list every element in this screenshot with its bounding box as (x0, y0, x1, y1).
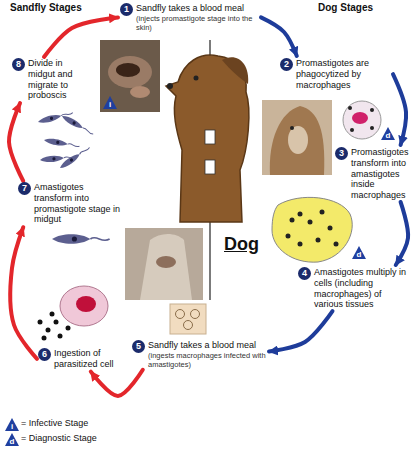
step-text: Ingestion of parasitized cell (54, 348, 126, 370)
ear-lesion-photo (100, 40, 160, 112)
step-text: Amastigotes transform into promastigote … (34, 182, 123, 225)
legend-symbol: i (5, 418, 19, 431)
step-text-group: Promastigotes are phagocytized by macrop… (296, 58, 392, 90)
triangle-shape (103, 96, 117, 109)
stage-symbol: d (352, 246, 366, 259)
cycle-arrow (396, 202, 408, 265)
triangle-shape (5, 418, 19, 431)
symbol-letter: i (5, 422, 19, 431)
step-text: Sandfly takes a blood meal (148, 340, 267, 351)
step-text-group: Sandfly takes a blood meal(ingests macro… (148, 340, 267, 369)
stage-step: 7Amastigotes transform into promastigote… (18, 182, 123, 225)
stage-heading: Dog Stages (318, 2, 373, 13)
dividing-promastigotes (37, 110, 94, 171)
stage-step: 8Divide in midgut and migrate to probosc… (12, 58, 92, 101)
cycle-arrow (10, 227, 37, 359)
cycle-arrow (91, 370, 143, 396)
step-note: (injects promastigote stage into the ski… (136, 14, 260, 32)
infected-tissue-cell (272, 197, 352, 262)
legend-entry: = Infective Stage (21, 418, 88, 428)
symbol-letter: i (103, 100, 117, 109)
step-text-group: Promastigotes transform into amastigotes… (351, 147, 417, 201)
legend-text: = Infective Stage (21, 418, 88, 428)
step-text: Sandfly takes a blood meal (136, 3, 260, 14)
step-number: 1 (120, 3, 133, 16)
stage-step: 5Sandfly takes a blood meal(ingests macr… (132, 340, 267, 369)
stage-step: 2Promastigotes are phagocytized by macro… (280, 58, 392, 90)
stage-symbol: d (381, 127, 395, 140)
promastigote (52, 234, 110, 244)
dog-leg-photo (125, 228, 203, 300)
step-number: 7 (18, 182, 31, 195)
stage-step: 1Sandfly takes a blood meal(injects prom… (120, 3, 260, 32)
step-text-group: Ingestion of parasitized cell (54, 348, 126, 370)
macrophage-with-promastigotes (343, 101, 381, 139)
step-text-group: Amastigotes transform into promastigote … (34, 182, 123, 225)
step-number: 2 (280, 58, 293, 71)
label-text: Dog Stages (318, 2, 373, 13)
cycle-arrow (44, 17, 118, 57)
host-label: Dog (224, 234, 259, 255)
cycle-arrow (9, 103, 23, 181)
step-text: Divide in midgut and migrate to probosci… (28, 58, 92, 101)
step-text: Amastigotes multiply in cells (including… (314, 267, 413, 310)
step-number: 5 (132, 340, 145, 353)
step-note: (ingests macrophages infected with amast… (148, 351, 267, 369)
step-number: 3 (335, 147, 348, 160)
stage-heading: Sandfly Stages (10, 2, 82, 13)
step-text: Promastigotes transform into amastigotes… (351, 147, 417, 201)
step-text: Promastigotes are phagocytized by macrop… (296, 58, 392, 90)
symbol-letter: d (381, 131, 395, 140)
step-number: 4 (298, 267, 311, 280)
label-text: Dog (224, 234, 259, 254)
label-text: Sandfly Stages (10, 2, 82, 13)
amastigote-slide (170, 304, 206, 334)
cycle-arrow (393, 74, 406, 145)
dog-silhouette (166, 55, 249, 222)
step-number: 8 (12, 58, 25, 71)
legend-text: = Diagnostic Stage (21, 433, 97, 443)
triangle-shape (352, 246, 366, 259)
step-text-group: Divide in midgut and migrate to probosci… (28, 58, 92, 101)
cycle-arrow (269, 311, 333, 351)
dog-face-photo (262, 100, 332, 175)
triangle-shape (381, 127, 395, 140)
stage-step: 6Ingestion of parasitized cell (38, 348, 126, 370)
stage-step: 4Amastigotes multiply in cells (includin… (298, 267, 413, 310)
triangle-shape (5, 433, 19, 446)
parasitized-cell (38, 286, 109, 341)
step-text-group: Amastigotes multiply in cells (including… (314, 267, 413, 310)
symbol-letter: d (5, 437, 19, 446)
step-text-group: Sandfly takes a blood meal(injects proma… (136, 3, 260, 32)
cycle-arrow (261, 17, 297, 56)
step-number: 6 (38, 348, 51, 361)
symbol-letter: d (352, 250, 366, 259)
legend-entry: = Diagnostic Stage (21, 433, 97, 443)
stage-symbol: i (103, 96, 117, 109)
stage-step: 3Promastigotes transform into amastigote… (335, 147, 417, 201)
legend-symbol: d (5, 433, 19, 446)
